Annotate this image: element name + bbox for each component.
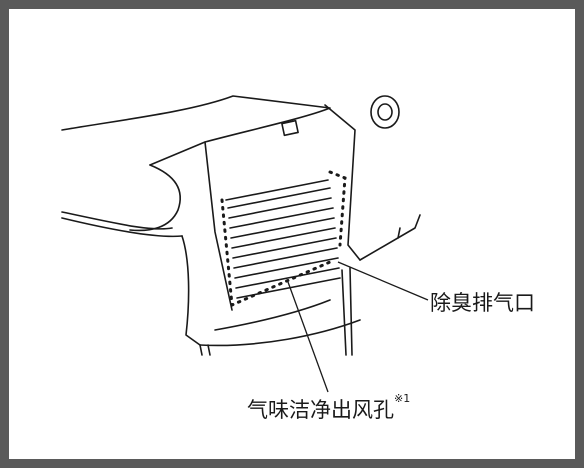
- lid-top-edge: [61, 95, 331, 166]
- leader-line-outlet: [287, 281, 329, 393]
- vent-dotted-outline-right: [328, 170, 347, 247]
- panel-latch: [281, 119, 299, 137]
- vent-slats: [225, 179, 341, 299]
- lid-lower-edge: [61, 211, 173, 230]
- panel-right-edge: [324, 104, 361, 261]
- power-button: [370, 95, 400, 129]
- lid-curve: [129, 164, 181, 232]
- odor-outlet-footnote: ※1: [394, 392, 411, 405]
- foot-right: [341, 267, 353, 356]
- vent-dotted-outline-left: [220, 198, 332, 308]
- deodorize-exhaust-label: 除臭排气口: [430, 291, 535, 315]
- panel-left-edge: [204, 141, 233, 311]
- body-right-top: [359, 214, 421, 261]
- power-button-inner: [377, 103, 393, 121]
- odor-outlet-label: 气味洁净出风孔※1: [247, 392, 411, 424]
- frame-top-bar: [0, 0, 584, 9]
- body-front-edge: [181, 235, 201, 346]
- base-inner-edge: [214, 299, 331, 331]
- odor-outlet-text: 气味洁净出风孔: [247, 398, 394, 422]
- body-notch: [397, 227, 401, 239]
- foot-left: [199, 344, 211, 356]
- leader-line-exhaust: [337, 261, 429, 301]
- body-bottom: [199, 319, 361, 347]
- lid-base-edge: [61, 217, 183, 238]
